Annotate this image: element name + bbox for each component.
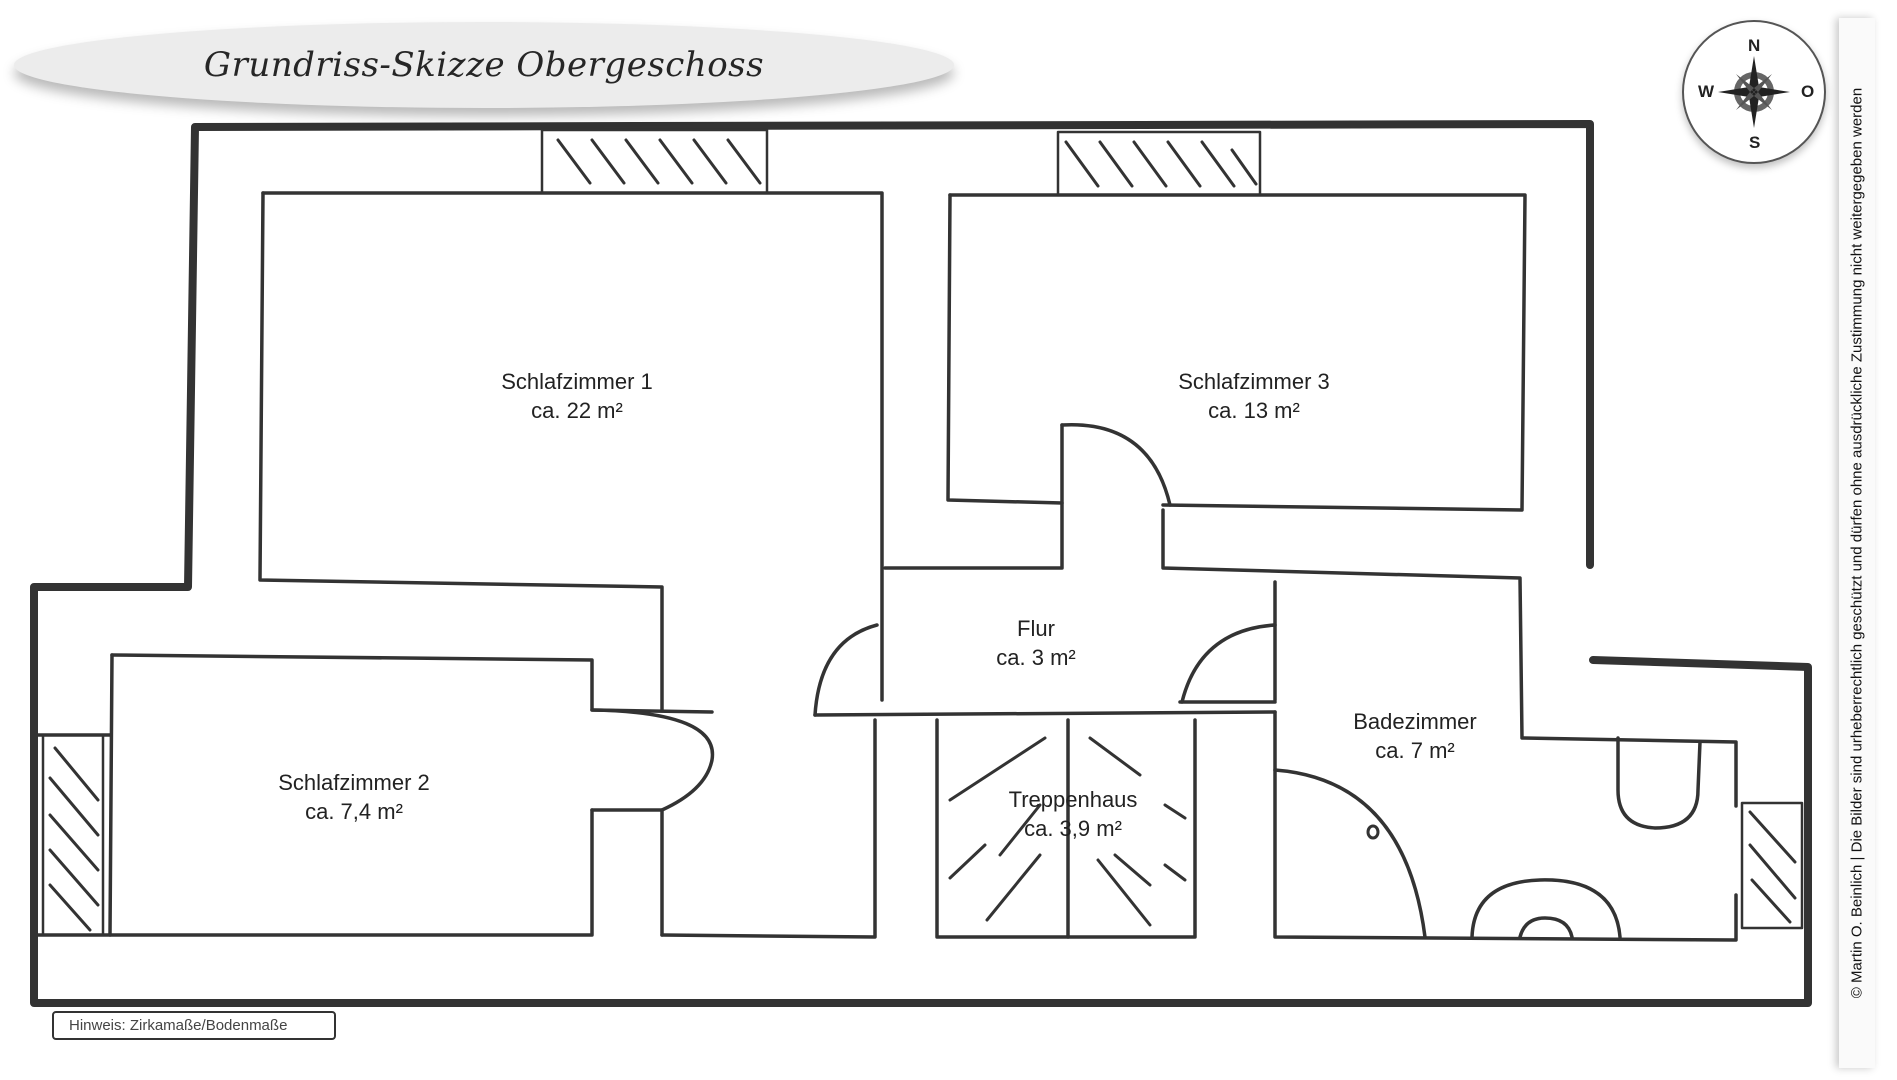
room-area: ca. 13 m²: [1208, 398, 1300, 423]
compass: N S W O: [1682, 20, 1826, 164]
page-title: Grundriss-Skizze Obergeschoss: [203, 45, 765, 85]
room-area: ca. 7 m²: [1375, 738, 1455, 763]
window-hatching: [48, 138, 1797, 932]
room-area: ca. 22 m²: [531, 398, 623, 423]
room-name: Treppenhaus: [1008, 787, 1138, 812]
room-name: Badezimmer: [1353, 709, 1477, 734]
room-name: Schlafzimmer 1: [501, 369, 653, 394]
room-area: ca. 7,4 m²: [305, 799, 403, 824]
room-name: Schlafzimmer 2: [278, 770, 430, 795]
room-label-treppenhaus: Treppenhaus ca. 3,9 m²: [1009, 785, 1138, 843]
compass-north: N: [1748, 36, 1761, 55]
drain-dot: [1366, 824, 1380, 840]
windows: [41, 128, 1804, 937]
room-label-schlafzimmer-1: Schlafzimmer 1 ca. 22 m²: [501, 367, 653, 425]
room-name: Flur: [1017, 616, 1055, 641]
room-label-badezimmer: Badezimmer ca. 7 m²: [1353, 707, 1476, 765]
room-label-schlafzimmer-2: Schlafzimmer 2 ca. 7,4 m²: [278, 768, 430, 826]
copyright-text: © Martin O. Beinlich | Die Bilder sind u…: [1848, 87, 1866, 999]
copyright-strip: [1839, 18, 1875, 1068]
hint-box: Hinweis: Zirkamaße/Bodenmaße: [52, 1011, 336, 1040]
room-area: ca. 3 m²: [996, 645, 1076, 670]
room-name: Schlafzimmer 3: [1178, 369, 1330, 394]
title-banner: Grundriss-Skizze Obergeschoss: [14, 22, 954, 108]
exterior-wall: [30, 120, 1812, 1007]
room-label-flur: Flur ca. 3 m²: [996, 614, 1075, 672]
compass-rose-icon: [1718, 56, 1790, 128]
interior-walls: [36, 191, 1738, 942]
compass-east: O: [1801, 82, 1815, 101]
compass-south: S: [1749, 133, 1761, 152]
room-label-schlafzimmer-3: Schlafzimmer 3 ca. 13 m²: [1178, 367, 1330, 425]
stair-rays: [948, 736, 1187, 927]
compass-west: W: [1698, 82, 1715, 101]
door-arcs: [590, 423, 1622, 939]
room-area: ca. 3,9 m²: [1024, 816, 1122, 841]
